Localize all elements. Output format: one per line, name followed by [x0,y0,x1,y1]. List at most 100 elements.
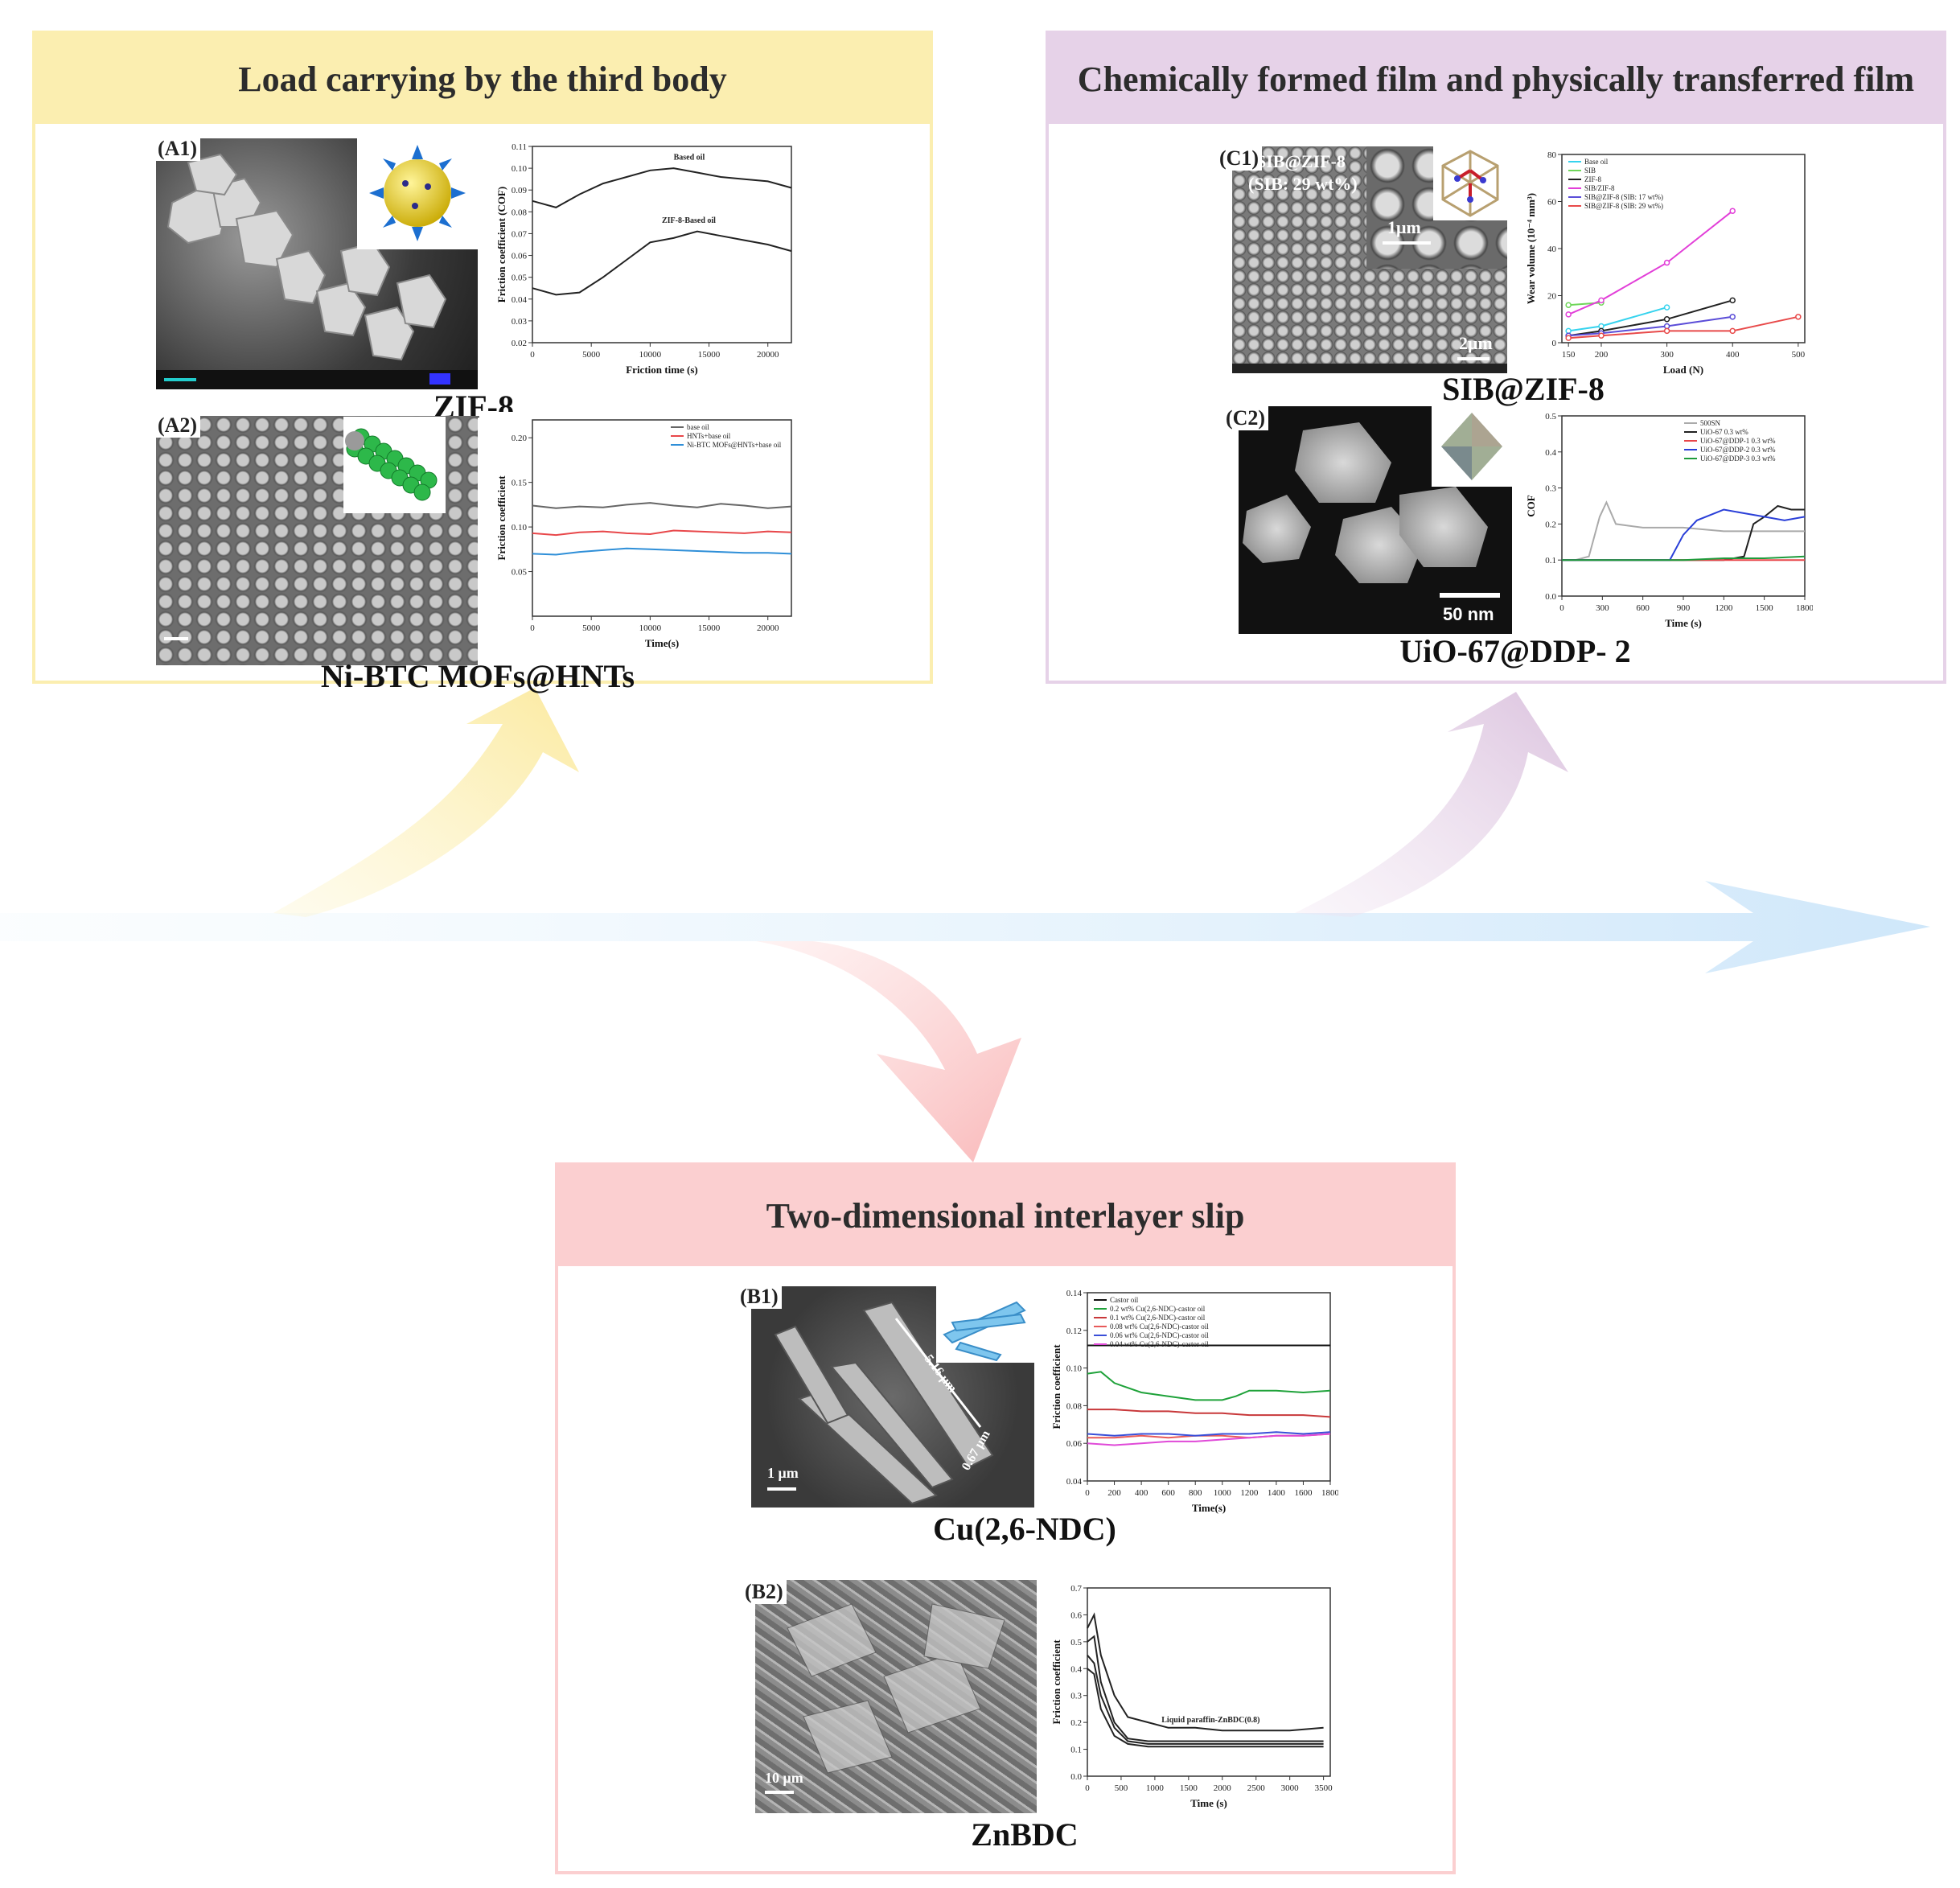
y-tick-label: 0.05 [512,274,528,283]
y-tick-label: 0.11 [512,142,527,152]
y-tick-label: 0.06 [1066,1439,1083,1449]
sem-image-znbdc: 10 μm [755,1580,1037,1813]
annotation-label: Liquid paraffin-ZnBDC(0.8) [1161,1716,1259,1725]
x-tick-label: 3000 [1281,1783,1300,1793]
x-axis-label: Load (N) [1663,364,1703,376]
y-tick-label: 0.14 [1066,1289,1083,1298]
x-tick-label: 1000 [1146,1783,1165,1793]
legend-label: 0.2 wt% Cu(2,6-NDC)-castor oil [1110,1305,1206,1313]
series-line [1087,1654,1324,1745]
figure-caption: UiO-67@DDP- 2 [1399,633,1631,669]
figure-tag: (B1) [737,1285,782,1309]
series-line [1087,1433,1331,1446]
figure-caption: ZnBDC [971,1816,1079,1853]
zif8-sphere-icon [369,145,466,241]
x-tick-label: 2000 [1214,1783,1232,1793]
y-tick-label: 0.7 [1070,1584,1082,1594]
data-point [1663,304,1670,311]
sem-label: (SIB: 29 wt%) [1248,174,1358,194]
scale-bar [765,1791,794,1794]
y-tick-label: 0.04 [512,295,528,305]
plot-frame [1087,1292,1331,1482]
y-tick-label: 0.20 [512,434,528,443]
legend-label: ZIF-8 [1584,175,1601,183]
legend-label: 0.08 wt% Cu(2,6-NDC)-castor oil [1110,1322,1209,1331]
panel-interlayer-slip: Two-dimensional interlayer slip 5.16 μm … [555,1162,1456,1874]
x-tick-label: 0 [530,350,535,360]
red-arrow [756,941,1021,1162]
legend-label: 0.06 wt% Cu(2,6-NDC)-castor oil [1110,1331,1209,1339]
series-line [532,547,792,556]
y-tick-label: 0.5 [1070,1638,1082,1647]
x-axis-label: Time(s) [1192,1502,1226,1514]
x-tick-label: 20000 [757,623,779,633]
y-tick-label: 0.05 [512,568,528,578]
sem-image-zif8 [156,138,478,389]
cage-icon [1441,150,1499,217]
cage-structure-inset [1433,146,1507,220]
y-axis-label: COF [1525,495,1537,517]
legend-label: base oil [687,423,709,431]
x-tick-label: 15000 [698,350,721,360]
yellow-arrow [273,688,579,917]
series-line [1087,1371,1331,1401]
series-line [532,529,792,537]
plot-frame [1561,154,1806,343]
plot-frame [532,146,792,343]
series-line [1087,1668,1324,1748]
x-tick-label: 1800 [1321,1488,1338,1498]
data-point [1729,314,1736,320]
legend-label: SIB [1584,167,1596,175]
legend-label: 500SN [1700,419,1721,427]
series-line [1087,1431,1331,1437]
x-tick-label: 1800 [1796,603,1813,613]
y-tick-label: 40 [1547,245,1557,254]
x-tick-label: 3500 [1315,1783,1333,1793]
y-tick-label: 0.3 [1070,1692,1082,1701]
y-axis-label: Friction coefficient [1050,1639,1062,1725]
legend-label: SIB@ZIF-8 (SIB: 17 wt%) [1584,193,1663,201]
data-point [1663,259,1670,266]
nanotube-icon [345,428,438,501]
y-tick-label: 0.03 [512,317,528,327]
x-tick-label: 1200 [1240,1488,1259,1498]
y-tick-label: 0.2 [1545,520,1556,529]
panel-title: Load carrying by the third body [238,59,727,99]
series-line [1087,1635,1324,1742]
x-tick-label: 1600 [1294,1488,1313,1498]
x-tick-label: 0 [1559,603,1564,613]
panel-chemical-film: Chemically formed film and physically tr… [1046,31,1946,684]
x-tick-label: 15000 [698,623,721,633]
legend-label: UiO-67 0.3 wt% [1700,428,1748,436]
series-line [1568,315,1733,337]
figure-tag: (A1) [154,137,201,161]
x-tick-label: 5000 [582,623,601,633]
x-tick-label: 1400 [1268,1488,1286,1498]
x-tick-label: 150 [1562,350,1576,360]
panel-title: Chemically formed film and physically tr… [1077,59,1915,99]
annotation-label: Based oil [674,153,705,162]
data-point [1729,297,1736,304]
x-tick-label: 900 [1677,603,1691,613]
y-tick-label: 0.10 [512,523,528,533]
legend-label: SIB@ZIF-8 (SIB: 29 wt%) [1584,202,1663,210]
x-axis-label: Time(s) [645,637,679,649]
plot-frame [1561,415,1806,597]
y-tick-label: 0.2 [1070,1718,1082,1728]
series-line [1562,555,1806,561]
x-tick-label: 10000 [639,623,662,633]
x-tick-label: 500 [1792,350,1806,360]
data-point [1598,297,1605,304]
scale-label: 10 μm [765,1770,803,1786]
y-tick-label: 0.08 [512,208,528,217]
legend-label: Base oil [1584,158,1609,166]
